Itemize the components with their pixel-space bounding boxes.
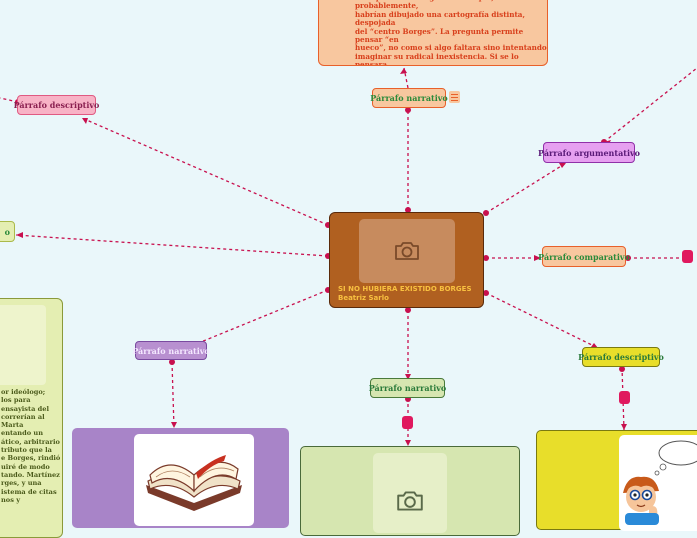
node-label: Párrafo narrativo (370, 93, 448, 103)
left-note-line: correrían al (1, 413, 60, 421)
node-label: Párrafo descriptivo (14, 100, 100, 110)
link-top-left (82, 118, 328, 225)
central-author: Beatriz Sarlo (338, 294, 389, 302)
link-left (16, 235, 328, 256)
arrowhead (400, 68, 407, 74)
central-topic[interactable]: SI NO HUBIERA EXISTIDO BORGES Beatriz Sa… (329, 212, 484, 308)
node-top-narrativo[interactable]: Párrafo narrativo (372, 88, 446, 108)
left-note-line: entando un (1, 429, 60, 437)
node-top-left-descriptivo[interactable]: Párrafo descriptivo (17, 95, 96, 115)
left-note-line: ensayista del (1, 405, 60, 413)
left-note-image (0, 305, 46, 385)
left-note-line: uiré de modo (1, 463, 60, 471)
thinking-boy-icon (619, 435, 697, 525)
left-note-line: or ideólogo; (1, 388, 60, 396)
top-note-text: Pero podemos imaginar otros que, probabl… (355, 0, 547, 66)
left-note-line: ático, arbitrario (1, 438, 60, 446)
bottom-right-box[interactable] (536, 430, 697, 530)
node-bottom-left-narrativo[interactable]: Párrafo narrativo (135, 341, 207, 360)
left-note-line: Marta (1, 421, 60, 429)
node-left-partial[interactable]: o (0, 221, 15, 242)
link-argumentativo (486, 163, 566, 213)
arrowhead (16, 232, 23, 238)
collapse-toggle[interactable] (682, 250, 693, 263)
top-note-line: habrían dibujado una cartografía distint… (355, 11, 547, 28)
top-note-line: imaginar su radical inexistencia. Si se … (355, 53, 547, 66)
node-argumentativo[interactable]: Párrafo argumentativo (543, 142, 635, 163)
bottom-center-image (373, 453, 447, 533)
left-note-line: e Borges, rindió (1, 454, 60, 462)
node-bottom-center-narrativo[interactable]: Párrafo narrativo (370, 378, 445, 398)
arrowhead (559, 163, 566, 168)
left-note-line: rges, y una (1, 479, 60, 487)
link-bottom-right (486, 293, 598, 348)
top-note-box[interactable]: Pero podemos imaginar otros que, probabl… (318, 0, 548, 66)
open-book-icon (140, 445, 248, 515)
collapse-toggle[interactable] (619, 391, 630, 404)
node-label: Párrafo comparativo (538, 252, 630, 262)
bottom-left-box[interactable] (72, 428, 289, 528)
arrowhead (82, 118, 88, 124)
connector-dot (483, 210, 489, 216)
node-bottom-right-descriptivo[interactable]: Párrafo descriptivo (582, 347, 660, 367)
thinker-image-frame (619, 435, 697, 531)
bottom-center-box[interactable] (300, 446, 520, 536)
top-note-line: del “centro Borges”. La pregunta permite… (355, 28, 547, 45)
node-comparativo[interactable]: Párrafo comparativo (542, 246, 626, 267)
camera-icon (395, 489, 425, 513)
node-label: Párrafo argumentativo (538, 148, 640, 158)
left-note-line: tando. Martínez (1, 471, 60, 479)
central-title: SI NO HUBIERA EXISTIDO BORGES (338, 285, 472, 293)
link-bottom-left (196, 290, 328, 344)
left-note-line: istema de citas (1, 488, 60, 496)
menu-lines-icon[interactable] (449, 91, 460, 103)
link-bottom-left-down (172, 362, 174, 428)
left-note-line: tributo que la (1, 446, 60, 454)
collapse-toggle[interactable] (402, 416, 413, 429)
node-label: Párrafo narrativo (132, 346, 210, 356)
left-note-line: nos y (1, 496, 60, 504)
book-image-frame (134, 434, 254, 526)
node-label: Párrafo descriptivo (578, 352, 664, 362)
node-label: Párrafo narrativo (369, 383, 447, 393)
left-note-line: los para (1, 396, 60, 404)
central-image (359, 219, 455, 283)
link-argumentativo-tail (604, 68, 697, 142)
camera-icon (393, 240, 421, 262)
node-label: o (5, 227, 10, 237)
